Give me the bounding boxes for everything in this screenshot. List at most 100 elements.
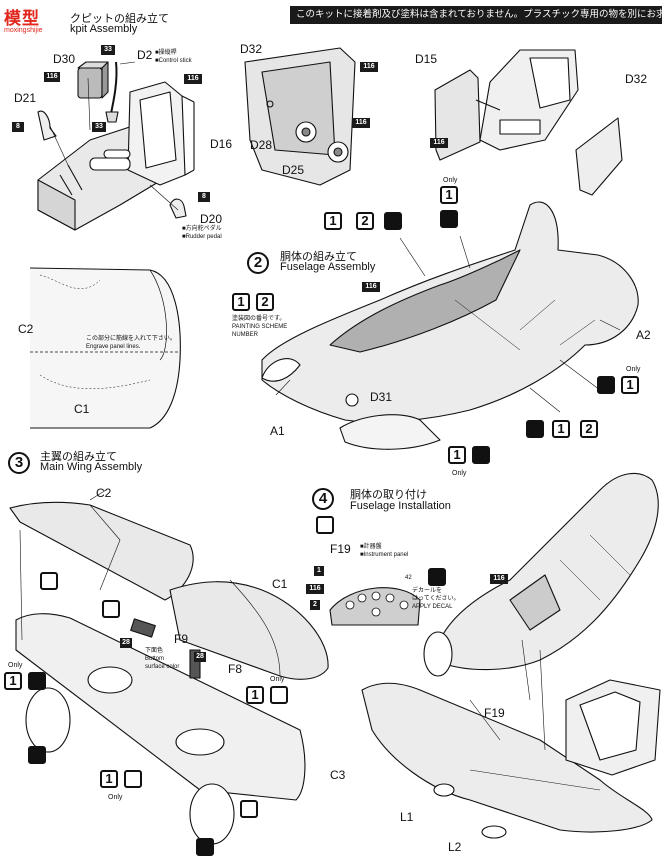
notice-banner: このキットに接着剤及び塗料は含まれておりません。プラスチック専用の物を別にお求め… bbox=[290, 6, 662, 24]
label-f19-a: F19 bbox=[330, 542, 351, 556]
note-stick-en: ■Control stick bbox=[155, 58, 192, 64]
label-d16: D16 bbox=[210, 137, 233, 151]
wing-install-drawing bbox=[361, 682, 653, 833]
label-d32-a: D32 bbox=[240, 42, 263, 56]
step3-title-jp: 主翼の組み立て bbox=[40, 451, 117, 463]
label-d32-b: D32 bbox=[625, 72, 648, 86]
step2-number: 2 bbox=[247, 252, 269, 274]
paint-33-a: 33 bbox=[101, 45, 115, 55]
marker-badge-m bbox=[196, 838, 214, 856]
engrave-note-jp: この部分に筋線を入れて下さい。 bbox=[86, 336, 176, 342]
paint-116-g: 116 bbox=[306, 584, 324, 594]
paint-8-b: 8 bbox=[198, 192, 210, 202]
step2-title-en: Fuselage Assembly bbox=[280, 261, 376, 273]
scheme-badge-1-g: 1 bbox=[4, 672, 22, 690]
label-c1-wing: C1 bbox=[272, 577, 288, 591]
scheme-badge-1-c: 1 bbox=[232, 293, 250, 311]
label-d2: D2 bbox=[137, 48, 153, 62]
decal-star-icon bbox=[428, 568, 446, 586]
fuselage-install-drawing bbox=[423, 472, 659, 677]
marker-badge-l bbox=[240, 800, 258, 818]
marker-badge-e bbox=[472, 446, 490, 464]
note-rudder-en: ■Rudder pedal bbox=[182, 234, 222, 240]
label-c2-side: C2 bbox=[18, 322, 34, 336]
paint-28-a: 28 bbox=[120, 638, 132, 648]
marker-badge-k bbox=[124, 770, 142, 788]
control-stick-drawing bbox=[105, 61, 119, 123]
cockpit-insert-drawing bbox=[565, 679, 661, 776]
label-c1-side: C1 bbox=[74, 402, 90, 416]
note-rudder-jp: ■方向舵ペダル bbox=[182, 226, 222, 232]
bottom-color-en2: surface color bbox=[145, 664, 180, 670]
cockpit-tub-drawing bbox=[37, 81, 195, 231]
panel-note-en: ■Instrument panel bbox=[360, 552, 409, 558]
scheme-badge-1-e: 1 bbox=[552, 420, 570, 438]
scheme-note-en2: NUMBER bbox=[232, 332, 259, 338]
decal-number: 42 bbox=[405, 575, 412, 581]
marker-badge-g bbox=[102, 600, 120, 618]
paint-2: 2 bbox=[310, 600, 320, 610]
bottom-color-en1: Bottom bbox=[145, 656, 165, 662]
decal-note-jp2: はってください。 bbox=[412, 596, 460, 602]
logo-subtext: moxingshijie bbox=[4, 27, 43, 34]
panel-note-jp: ■計器盤 bbox=[360, 544, 382, 550]
only-label-d: Only bbox=[8, 662, 23, 669]
paint-8-a: 8 bbox=[12, 122, 24, 132]
paint-116-f: 116 bbox=[362, 282, 380, 292]
label-l2: L2 bbox=[448, 840, 462, 854]
label-f19-b: F19 bbox=[484, 706, 505, 720]
cockpit-box-d15-drawing bbox=[434, 49, 623, 196]
label-c3: C3 bbox=[330, 768, 346, 782]
marker-badge-c bbox=[597, 376, 615, 394]
label-l1: L1 bbox=[400, 810, 414, 824]
clear-part-l1-drawing bbox=[433, 783, 455, 797]
engrave-panel-drawing bbox=[29, 267, 181, 429]
paint-116-h: 116 bbox=[490, 574, 508, 584]
paint-1: 1 bbox=[314, 566, 324, 576]
paint-33-b: 33 bbox=[92, 122, 106, 132]
scheme-badge-1-b: 1 bbox=[440, 186, 458, 204]
only-label-e: Only bbox=[270, 676, 285, 683]
label-d31: D31 bbox=[370, 390, 393, 404]
engrave-note-en: Engrave panel lines. bbox=[86, 344, 141, 350]
label-d28: D28 bbox=[250, 138, 273, 152]
only-label-b: Only bbox=[626, 366, 641, 373]
only-label-a: Only bbox=[443, 177, 458, 184]
note-stick-jp: ■操縦桿 bbox=[155, 50, 177, 56]
scheme-badge-1-a: 1 bbox=[324, 212, 342, 230]
decal-note-en: APPLY DECAL bbox=[412, 604, 453, 610]
wheel-d28-drawing bbox=[295, 121, 317, 143]
marker-badge-a bbox=[384, 212, 402, 230]
seat-d30-drawing bbox=[77, 61, 109, 99]
scheme-badge-2-a: 2 bbox=[356, 212, 374, 230]
instrument-panel-f19-drawing bbox=[329, 587, 421, 626]
step3-title-en: Main Wing Assembly bbox=[40, 461, 143, 473]
fuselage-assembly-drawing bbox=[261, 201, 639, 450]
paint-28-b: 28 bbox=[194, 652, 206, 662]
wing-upper-c2-drawing bbox=[9, 501, 194, 601]
wheel-well-cover-drawing bbox=[25, 687, 235, 845]
marker-badge-n bbox=[316, 516, 334, 534]
scheme-note-jp: 塗装図の番号です。 bbox=[232, 316, 286, 322]
label-d21: D21 bbox=[14, 91, 37, 105]
label-d25: D25 bbox=[282, 163, 305, 177]
only-label-c: Only bbox=[452, 470, 467, 477]
step4-number: 4 bbox=[312, 488, 334, 510]
label-d15: D15 bbox=[415, 52, 438, 66]
label-a1: A1 bbox=[270, 424, 285, 438]
label-c2-wing: C2 bbox=[96, 486, 112, 500]
decal-note-jp1: デカールを bbox=[412, 588, 443, 594]
step4-title-en: Fuselage Installation bbox=[350, 500, 451, 512]
scheme-badge-1-f: 1 bbox=[448, 446, 466, 464]
scheme-note-en1: PAINTING SCHEME bbox=[232, 324, 288, 330]
watermark-logo: 模型 moxingshijie bbox=[4, 4, 68, 34]
step2-title-jp: 胴体の組み立て bbox=[280, 251, 357, 263]
paint-116-b: 116 bbox=[184, 74, 202, 84]
label-a2: A2 bbox=[636, 328, 651, 342]
scheme-badge-1-d: 1 bbox=[621, 376, 639, 394]
pedal-d21-drawing bbox=[37, 110, 57, 141]
marker-badge-h bbox=[28, 672, 46, 690]
clear-part-l2-drawing bbox=[481, 825, 507, 839]
scheme-badge-2-e: 2 bbox=[580, 420, 598, 438]
